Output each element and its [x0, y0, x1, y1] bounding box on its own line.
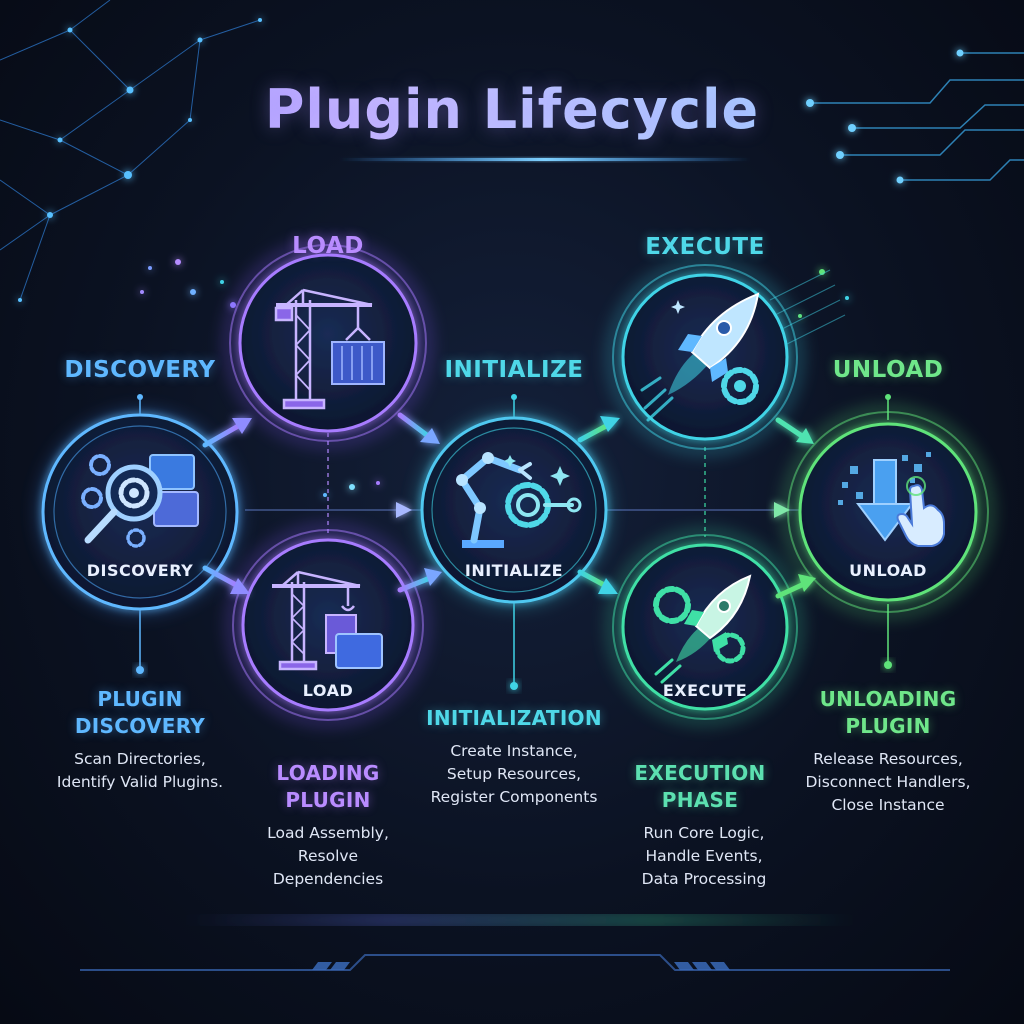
load-top-circle [223, 238, 433, 448]
execute-inner-label: EXECUTE [662, 681, 748, 700]
execute-stage-label: EXECUTE [645, 234, 765, 260]
rocket-gears-icon [653, 574, 752, 684]
load-stage-label: LOAD [292, 233, 364, 259]
load-inner-label: LOAD [302, 681, 354, 700]
initialize-heading: INITIALIZATION [426, 706, 602, 730]
robot-arm-gear-icon [456, 452, 582, 548]
circuit-nodes [806, 49, 964, 184]
magnifier-gears-folders-icon [81, 454, 199, 548]
download-arrow-hand-icon [838, 452, 945, 547]
network-nodes [18, 18, 262, 302]
track-arrow-2 [774, 502, 790, 518]
crane-container-icon [274, 288, 385, 410]
crane-files-icon [272, 570, 383, 671]
initialize-stage-label: INITIALIZE [444, 357, 584, 383]
discovery-inner-label: DISCOVERY [86, 561, 194, 580]
discovery-heading: PLUGIN DISCOVERY [74, 687, 206, 738]
load-heading: LOADING PLUGIN [276, 761, 380, 812]
execute-heading: EXECUTION PHASE [634, 761, 766, 812]
circuit-decoration [810, 52, 1024, 181]
flow-arrows [202, 412, 816, 599]
discovery-description: Scan Directories, Identify Valid Plugins… [56, 750, 224, 791]
floor-decoration [80, 917, 950, 971]
initialize-circle [415, 411, 613, 609]
execute-description: Run Core Logic, Handle Events, Data Proc… [641, 824, 767, 888]
page-title: Plugin Lifecycle [0, 78, 1024, 141]
load-description: Load Assembly, Resolve Dependencies [267, 824, 389, 888]
unload-stage-label: UNLOAD [832, 357, 944, 383]
rocket-gear-icon [640, 292, 760, 422]
unload-inner-label: UNLOAD [849, 561, 927, 580]
track-arrow-1 [396, 502, 412, 518]
network-decoration [0, 0, 261, 301]
initialize-inner-label: INITIALIZE [464, 561, 564, 580]
initialize-description: Create Instance, Setup Resources, Regist… [430, 742, 598, 806]
title-underline [340, 158, 750, 161]
unload-description: Release Resources, Disconnect Handlers, … [805, 750, 971, 814]
unload-heading: UNLOADING PLUGIN [819, 687, 957, 738]
discovery-stage-label: DISCOVERY [64, 357, 216, 383]
